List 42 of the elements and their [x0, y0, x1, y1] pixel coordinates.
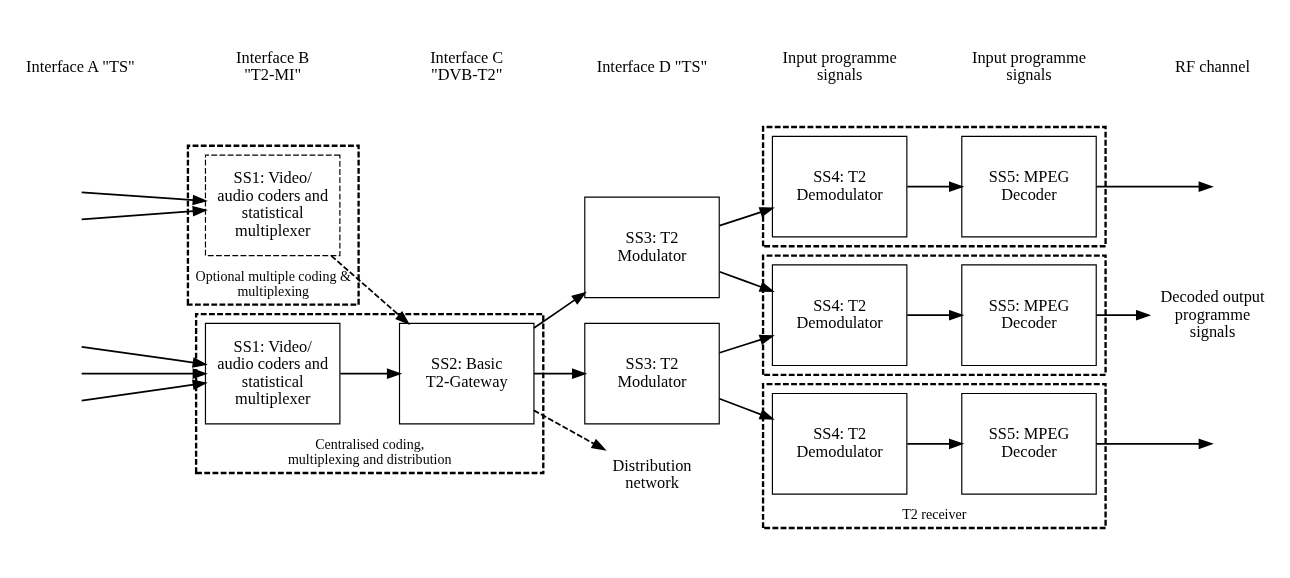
node-box: SS3: T2 Modulator — [584, 322, 720, 424]
arrow — [718, 270, 775, 292]
node-box: SS3: T2 Modulator — [584, 196, 720, 298]
arrow — [1095, 180, 1214, 192]
node-box: SS5: MPEG Decoder — [961, 263, 1097, 366]
node-box: SS5: MPEG Decoder — [961, 135, 1097, 237]
node-box: SS4: T2 Demodulator — [771, 392, 908, 495]
arrow — [533, 409, 607, 451]
label: Input programme signals — [782, 47, 897, 84]
node-text: Decoded output programme signals — [1160, 286, 1265, 341]
arrow — [533, 291, 587, 329]
label: Interface D "TS" — [596, 56, 708, 76]
node-box: SS1: Video/ audio coders and statistical multiplexer — [204, 322, 341, 424]
label: Interface B "T2-MI" — [236, 47, 310, 84]
arrow — [906, 180, 965, 192]
arrow — [906, 309, 965, 321]
arrow — [80, 205, 208, 220]
arrow — [339, 367, 403, 379]
node-box: SS5: MPEG Decoder — [961, 392, 1097, 495]
arrow — [718, 397, 775, 420]
arrow — [330, 254, 411, 325]
arrow — [1095, 437, 1214, 449]
node-box: SS4: T2 Demodulator — [771, 135, 908, 237]
arrow — [718, 206, 775, 226]
label: Interface A "TS" — [26, 56, 135, 76]
label: Interface C "DVB-T2" — [430, 47, 504, 84]
arrow — [1095, 309, 1152, 321]
arrow — [718, 334, 775, 354]
arrow — [80, 379, 208, 401]
arrow — [80, 191, 208, 205]
label: RF channel — [1175, 56, 1251, 76]
arrow — [80, 367, 208, 379]
node-box: SS2: Basic T2-Gateway — [398, 322, 535, 424]
arrow — [533, 367, 588, 379]
node-box: SS4: T2 Demodulator — [771, 263, 908, 366]
cluster — [761, 125, 1107, 247]
label: Input programme signals — [971, 47, 1087, 84]
node-text: Distribution network — [612, 455, 692, 492]
node-box: SS1: Video/ audio coders and statistical multiplexer — [204, 154, 341, 256]
arrow — [906, 437, 965, 449]
arrow — [80, 345, 208, 368]
cluster — [761, 253, 1107, 376]
